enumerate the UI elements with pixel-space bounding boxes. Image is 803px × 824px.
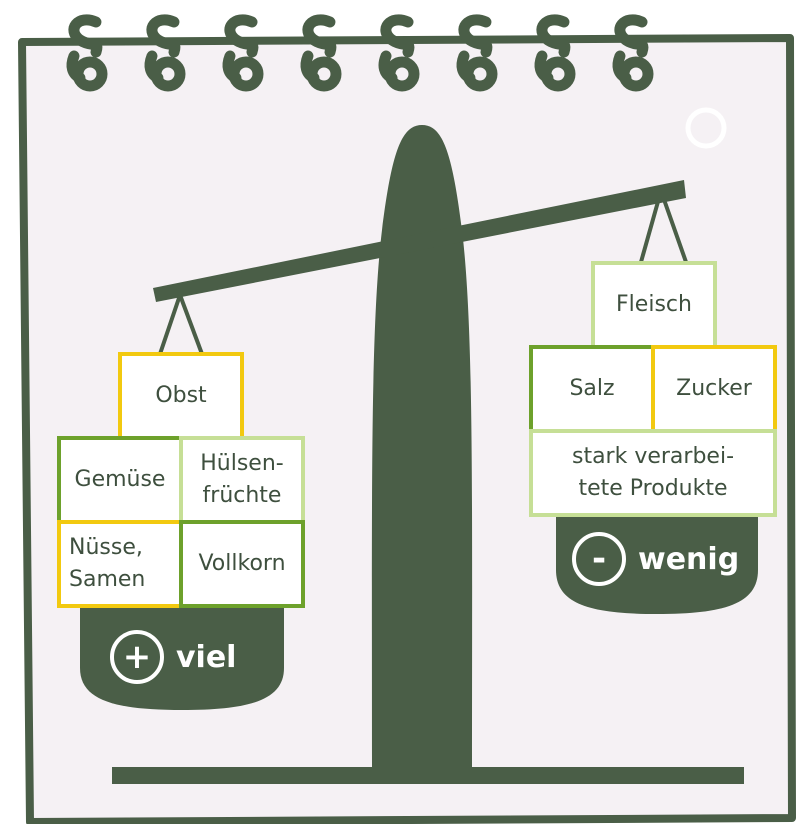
food-box-verarbeitete-produkte: stark verarbei- tete Produkte [529,429,777,517]
food-label-salz: Salz [569,376,615,402]
food-label-zucker: Zucker [676,376,752,402]
food-label-nuesse-line2: Samen [69,567,146,592]
food-box-vollkorn: Vollkorn [179,520,305,608]
scale-beam [153,180,686,302]
spiral-ring-6 [456,14,498,92]
food-box-gemuese: Gemüse [57,436,183,524]
food-label-nuesse-line1: Nüsse, [69,535,143,561]
left-pan-label: + viel [110,630,236,684]
spiral-ring-5 [378,14,420,92]
food-label-verarbeitet-line2: tete Produkte [578,476,728,501]
scale-base [112,767,744,784]
spiral-ring-7 [534,14,576,92]
left-pan-amount: viel [176,639,237,675]
food-label-verarbeitet-line1: stark verarbei- [571,444,735,470]
scale-pillar [371,125,473,770]
food-box-fleisch: Fleisch [591,261,717,349]
food-box-zucker: Zucker [651,345,777,433]
food-label-obst: Obst [155,383,207,409]
spiral-ring-3 [222,14,264,92]
food-label-gemuese: Gemüse [74,467,166,493]
right-pan-label: - wenig [572,532,739,586]
food-box-nuesse-samen: Nüsse, Samen [57,520,183,608]
spiral-ring-1 [66,14,108,92]
food-box-huelsenfruechte: Hülsen- früchte [179,436,305,524]
food-box-obst: Obst [118,352,244,440]
right-hanger-strings [639,190,688,263]
minus-circle-icon: - [572,532,626,586]
left-hanger-strings [158,294,204,355]
food-label-huelsen-line1: Hülsen- [200,451,284,477]
food-label-huelsen-line2: früchte [202,483,282,508]
spiral-rings [66,14,654,92]
plus-circle-icon: + [110,630,164,684]
food-label-vollkorn: Vollkorn [198,551,286,577]
food-label-fleisch: Fleisch [616,292,692,318]
food-box-salz: Salz [529,345,655,433]
spiral-ring-8 [612,14,654,92]
right-pan-amount: wenig [638,541,740,577]
spiral-ring-4 [300,14,342,92]
spiral-ring-2 [144,14,186,92]
punch-hole [685,107,727,149]
